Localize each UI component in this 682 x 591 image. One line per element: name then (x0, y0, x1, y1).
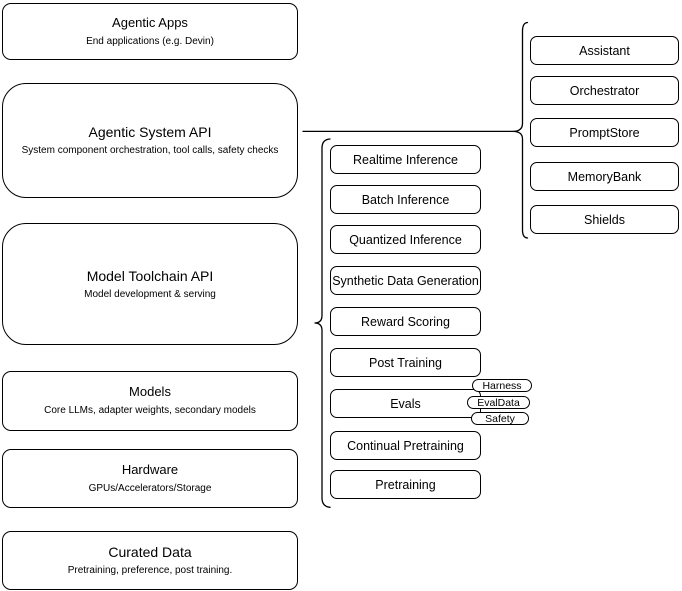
node-batch-inference: Batch Inference (330, 185, 481, 214)
node-label: Reward Scoring (361, 314, 450, 329)
node-subtitle: Model development & serving (84, 288, 216, 300)
pill-label: Safety (485, 412, 515, 425)
node-quantized-inference: Quantized Inference (330, 225, 481, 254)
node-label: Continual Pretraining (347, 438, 464, 453)
node-evals: Evals (330, 389, 481, 418)
node-shields: Shields (530, 205, 679, 234)
node-title: Models (129, 384, 171, 400)
node-memorybank: MemoryBank (530, 162, 679, 191)
toolchain-bracket (314, 138, 331, 508)
node-title: Curated Data (108, 544, 192, 561)
node-label: Batch Inference (361, 192, 450, 207)
node-promptstore: PromptStore (530, 118, 679, 147)
node-model-toolchain-api: Model Toolchain API Model development & … (2, 223, 298, 345)
node-curated-data: Curated Data Pretraining, preference, po… (2, 531, 298, 590)
node-synthetic-data-generation: Synthetic Data Generation (330, 266, 481, 295)
node-label: Quantized Inference (349, 232, 462, 247)
node-subtitle: Core LLMs, adapter weights, secondary mo… (44, 405, 256, 417)
node-reward-scoring: Reward Scoring (330, 307, 481, 336)
node-subtitle: GPUs/Accelerators/Storage (88, 482, 212, 494)
node-label: Shields (584, 212, 625, 227)
node-label: MemoryBank (567, 169, 642, 184)
node-label: Pretraining (375, 477, 436, 492)
node-assistant: Assistant (530, 36, 679, 65)
node-title: Agentic Apps (112, 14, 188, 30)
node-post-training: Post Training (330, 348, 481, 377)
node-agentic-apps: Agentic Apps End applications (e.g. Devi… (2, 3, 298, 60)
node-continual-pretraining: Continual Pretraining (330, 431, 481, 460)
pill-label: Harness (482, 379, 522, 392)
node-evals-evaldata: EvalData (467, 396, 530, 409)
node-evals-safety: Safety (471, 412, 529, 425)
node-title: Agentic System API (88, 124, 212, 141)
node-label: PromptStore (569, 125, 640, 140)
node-subtitle: System component orchestration, tool cal… (21, 145, 279, 157)
node-orchestrator: Orchestrator (530, 76, 679, 105)
node-models: Models Core LLMs, adapter weights, secon… (2, 371, 298, 431)
node-evals-harness: Harness (472, 379, 532, 392)
node-subtitle: End applications (e.g. Devin) (86, 35, 214, 47)
node-label: Post Training (369, 355, 442, 370)
node-title: Model Toolchain API (86, 267, 214, 284)
node-label: Synthetic Data Generation (332, 273, 479, 288)
node-label: Orchestrator (569, 83, 640, 98)
system-bracket (512, 21, 529, 239)
node-label: Realtime Inference (353, 152, 458, 167)
node-label: Assistant (579, 43, 630, 58)
node-title: Hardware (121, 461, 179, 477)
node-subtitle: Pretraining, preference, post training. (67, 565, 233, 577)
pill-label: EvalData (477, 396, 520, 409)
node-realtime-inference: Realtime Inference (330, 145, 481, 174)
node-label: Evals (390, 396, 421, 411)
node-pretraining: Pretraining (330, 470, 481, 499)
node-hardware: Hardware GPUs/Accelerators/Storage (2, 449, 298, 508)
node-agentic-system-api: Agentic System API System component orch… (2, 83, 298, 198)
